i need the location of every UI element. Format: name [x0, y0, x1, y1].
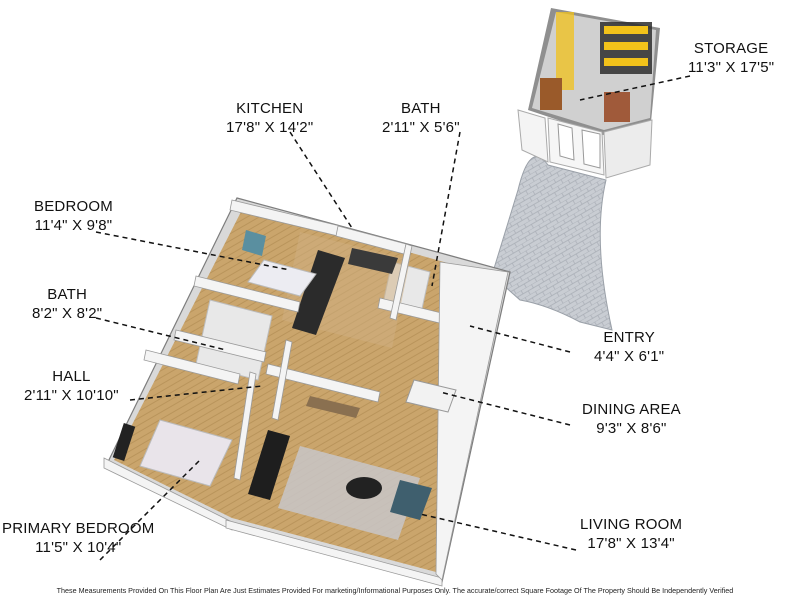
room-dimensions: 17'8" X 13'4"	[587, 535, 675, 552]
sofa	[390, 480, 432, 520]
room-label-living-room: LIVING ROOM 17'8" X 13'4"	[580, 515, 682, 553]
room-name: BEDROOM	[34, 198, 113, 215]
room-name: PRIMARY BEDROOM	[2, 520, 155, 537]
room-label-bath-small: BATH 2'11" X 5'6"	[382, 99, 460, 137]
storage-shelf	[556, 12, 574, 90]
leader-kitchen	[289, 131, 353, 229]
room-label-storage: STORAGE 11'3" X 17'5"	[688, 39, 774, 77]
room-name: HALL	[52, 368, 91, 385]
room-dimensions: 8'2" X 8'2"	[32, 305, 103, 322]
room-label-bath: BATH 8'2" X 8'2"	[32, 285, 102, 323]
leader-hall	[129, 385, 263, 401]
bed	[247, 259, 317, 297]
room-label-hall: HALL 2'11" X 10'10"	[24, 367, 119, 405]
room-dimensions: 11'3" X 17'5"	[688, 59, 775, 76]
leader-primary-bedroom	[99, 459, 201, 561]
house	[103, 197, 511, 587]
walkway	[491, 156, 613, 331]
room-label-dining-area: DINING AREA 9'3" X 8'6"	[582, 400, 681, 438]
leader-bedroom	[95, 231, 291, 271]
room-name: BATH	[47, 286, 87, 303]
desk	[306, 396, 360, 418]
room-name: ENTRY	[603, 329, 655, 346]
disclaimer-text: These Measurements Provided On This Floo…	[56, 586, 734, 595]
room-name: KITCHEN	[236, 100, 304, 117]
bed	[139, 419, 233, 487]
coffee-table	[346, 477, 382, 499]
room-dimensions: 17'8" X 14'2"	[226, 119, 314, 136]
kitchen-counter	[348, 248, 398, 274]
wardrobe	[112, 423, 136, 461]
dining-table	[405, 379, 457, 413]
room-name: STORAGE	[693, 40, 769, 57]
room-label-kitchen: KITCHEN 17'8" X 14'2"	[226, 99, 313, 137]
room-dimensions: 11'4" X 9'8"	[34, 217, 113, 234]
room-label-primary-bedroom: PRIMARY BEDROOM 11'5" X 10'4"	[2, 519, 154, 557]
leader-bath	[95, 317, 227, 351]
room-name: LIVING ROOM	[580, 516, 683, 533]
armchair	[242, 230, 266, 256]
leader-dining	[439, 391, 571, 426]
room-dimensions: 11'5" X 10'4"	[35, 539, 122, 556]
room-label-entry: ENTRY 4'4" X 6'1"	[594, 328, 664, 366]
room-dimensions: 9'3" X 8'6"	[596, 420, 667, 437]
kitchen-counter	[292, 250, 345, 335]
room-name: DINING AREA	[582, 401, 681, 418]
storage-building	[517, 8, 660, 179]
room-dimensions: 2'11" X 10'10"	[24, 387, 119, 404]
tv-unit	[248, 430, 290, 500]
leader-lines	[95, 75, 691, 561]
room-dimensions: 4'4" X 6'1"	[594, 348, 665, 365]
leader-bath-small	[431, 131, 461, 287]
room-dimensions: 2'11" X 5'6"	[382, 119, 460, 136]
leader-storage	[579, 75, 691, 101]
room-name: BATH	[401, 100, 441, 117]
room-label-bedroom: BEDROOM 11'4" X 9'8"	[34, 197, 113, 235]
furniture	[112, 230, 457, 540]
